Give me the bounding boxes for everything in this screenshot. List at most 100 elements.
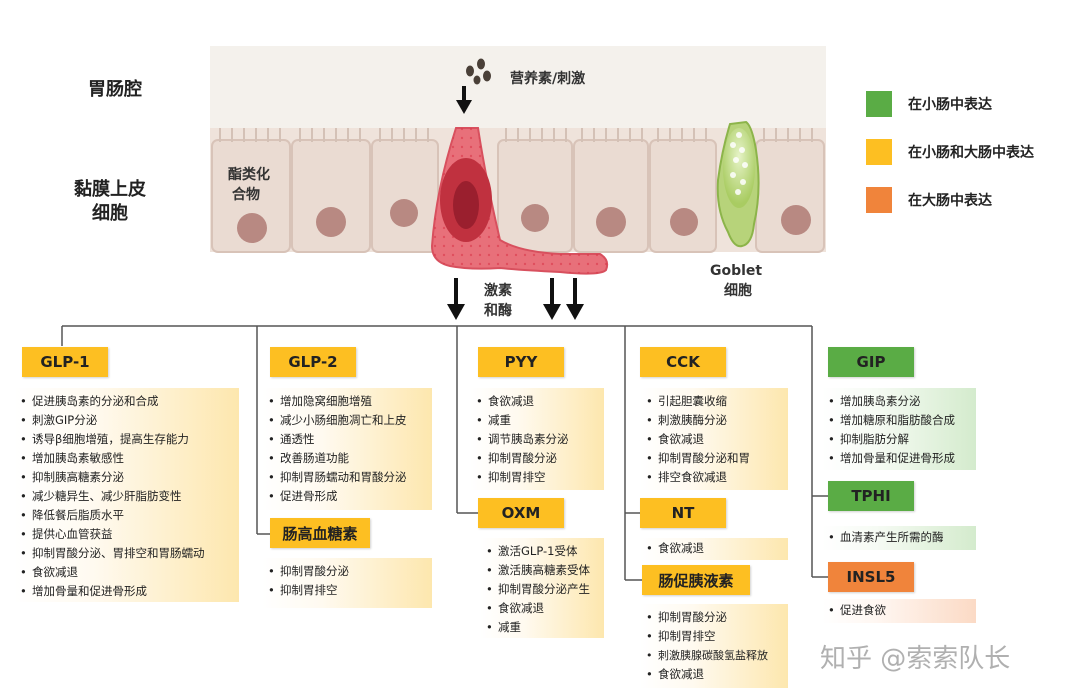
- hormone-panel-glp2: 增加隐窝细胞增殖 减少小肠细胞凋亡和上皮 通透性 改善肠道功能 抑制胃肠蠕动和胃…: [262, 388, 432, 510]
- hormone-panel-oxm: 激活GLP-1受体 激活胰高糖素受体 抑制胃酸分泌产生 食欲减退 减重: [480, 538, 604, 638]
- effect-item: 抑制胃肠蠕动和胃酸分泌: [268, 468, 426, 487]
- epithelial-cells: [211, 139, 825, 253]
- hormones-label-line2: 和酶: [484, 303, 512, 319]
- hormone-panel-secretin: 抑制胃酸分泌 抑制胃排空 刺激胰腺碳酸氢盐释放 食欲减退: [640, 604, 788, 688]
- hormone-box-glp1: GLP-1: [22, 347, 108, 377]
- hormone-box-glp2: GLP-2: [270, 347, 356, 377]
- legend-item-both-intestines: 在小肠和大肠中表达: [866, 139, 1034, 165]
- microvilli: [219, 128, 813, 142]
- cell-nuclei: [237, 199, 811, 243]
- effect-item: 促进胰岛素的分泌和合成: [20, 392, 233, 411]
- effect-item: 食欲减退: [486, 599, 598, 618]
- nutrient-granules: [466, 58, 491, 85]
- effect-item: 促进骨形成: [268, 487, 426, 506]
- hormone-effects-list: 促进胰岛素的分泌和合成 刺激GIP分泌 诱导β细胞增殖，提高生存能力 增加胰岛素…: [20, 392, 233, 601]
- hormones-label-line1: 激素: [484, 283, 512, 299]
- goblet-label-line2: 细胞: [724, 283, 752, 299]
- hormone-panel-nt: 食欲减退: [640, 538, 788, 560]
- epithelium-label-line2: 细胞: [92, 203, 128, 224]
- effect-item: 抑制胃酸分泌: [646, 608, 782, 627]
- effect-item: 增加胰岛素分泌: [828, 392, 970, 411]
- effect-item: 抑制胰高糖素分泌: [20, 468, 233, 487]
- connector-lines: [61, 325, 828, 581]
- hormone-box-insl5: INSL5: [828, 562, 914, 592]
- legend-item-large-intestine: 在大肠中表达: [866, 187, 992, 213]
- hormone-panel-cck: 引起胆囊收缩 刺激胰酶分泌 食欲减退 抑制胃酸分泌和胃 排空食欲减退: [640, 388, 788, 490]
- hormone-effects-list: 食欲减退: [646, 539, 782, 558]
- hormone-effects-list: 激活GLP-1受体 激活胰高糖素受体 抑制胃酸分泌产生 食欲减退 减重: [486, 542, 598, 637]
- effect-item: 改善肠道功能: [268, 449, 426, 468]
- legend-swatch-orange: [866, 187, 892, 213]
- epithelium-label-line1: 黏膜上皮: [74, 179, 146, 200]
- hormone-effects-list: 血清素产生所需的酶: [828, 528, 970, 547]
- effect-item: 抑制胃酸分泌: [476, 449, 598, 468]
- lumen-label: 胃肠腔: [88, 79, 142, 100]
- effect-item: 减少糖异生、减少肝脂肪变性: [20, 487, 233, 506]
- effect-item: 食欲减退: [20, 563, 233, 582]
- hormone-box-oxm: OXM: [478, 498, 564, 528]
- effect-item: 刺激胰酶分泌: [646, 411, 782, 430]
- hormone-arrows: [447, 278, 584, 320]
- effect-item: 增加胰岛素敏感性: [20, 449, 233, 468]
- hormone-box-gip: GIP: [828, 347, 914, 377]
- effect-item: 减重: [476, 411, 598, 430]
- hormone-effects-list: 抑制胃酸分泌 抑制胃排空: [268, 562, 426, 600]
- hormone-effects-list: 增加胰岛素分泌 增加糖原和脂肪酸合成 抑制脂肪分解 增加骨量和促进骨形成: [828, 392, 970, 468]
- esters-label-line2: 合物: [232, 187, 260, 203]
- hormone-effects-list: 食欲减退 减重 调节胰岛素分泌 抑制胃酸分泌 抑制胃排空: [476, 392, 598, 487]
- nutrients-label: 营养素/刺激: [510, 71, 586, 87]
- effect-item: 抑制胃酸分泌: [268, 562, 426, 581]
- effect-item: 抑制胃酸分泌和胃: [646, 449, 782, 468]
- effect-item: 刺激胰腺碳酸氢盐释放: [646, 646, 782, 665]
- hormone-box-nt: NT: [640, 498, 726, 528]
- hormone-panel-glicentin: 抑制胃酸分泌 抑制胃排空: [262, 558, 432, 608]
- hormone-panel-gip: 增加胰岛素分泌 增加糖原和脂肪酸合成 抑制脂肪分解 增加骨量和促进骨形成: [822, 388, 976, 470]
- goblet-label-line1: Goblet: [710, 263, 763, 279]
- hormone-effects-list: 引起胆囊收缩 刺激胰酶分泌 食欲减退 抑制胃酸分泌和胃 排空食欲减退: [646, 392, 782, 487]
- hormone-panel-glp1: 促进胰岛素的分泌和合成 刺激GIP分泌 诱导β细胞增殖，提高生存能力 增加胰岛素…: [14, 388, 239, 602]
- legend-label: 在小肠和大肠中表达: [908, 145, 1034, 161]
- effect-item: 刺激GIP分泌: [20, 411, 233, 430]
- hormone-panel-pyy: 食欲减退 减重 调节胰岛素分泌 抑制胃酸分泌 抑制胃排空: [470, 388, 604, 490]
- effect-item: 引起胆囊收缩: [646, 392, 782, 411]
- effect-item: 食欲减退: [646, 430, 782, 449]
- hormone-box-secretin: 肠促胰液素: [642, 565, 750, 595]
- effect-item: 增加骨量和促进骨形成: [20, 582, 233, 601]
- effect-item: 食欲减退: [646, 539, 782, 558]
- legend-label: 在大肠中表达: [908, 193, 992, 209]
- effect-item: 调节胰岛素分泌: [476, 430, 598, 449]
- effect-item: 减少小肠细胞凋亡和上皮: [268, 411, 426, 430]
- hormone-box-tph1: TPHI: [828, 481, 914, 511]
- effect-item: 抑制胃排空: [268, 581, 426, 600]
- lumen-area: [210, 46, 826, 128]
- effect-item: 血清素产生所需的酶: [828, 528, 970, 547]
- legend-item-small-intestine: 在小肠中表达: [866, 91, 992, 117]
- hormone-effects-list: 促进食欲: [828, 601, 970, 620]
- esters-label-line1: 酯类化: [228, 167, 270, 183]
- hormone-effects-list: 增加隐窝细胞增殖 减少小肠细胞凋亡和上皮 通透性 改善肠道功能 抑制胃肠蠕动和胃…: [268, 392, 426, 506]
- legend-swatch-green: [866, 91, 892, 117]
- nutrient-arrow: [456, 86, 472, 114]
- effect-item: 食欲减退: [476, 392, 598, 411]
- effect-item: 激活GLP-1受体: [486, 542, 598, 561]
- effect-item: 提供心血管获益: [20, 525, 233, 544]
- effect-item: 抑制脂肪分解: [828, 430, 970, 449]
- effect-item: 增加糖原和脂肪酸合成: [828, 411, 970, 430]
- hormone-effects-list: 抑制胃酸分泌 抑制胃排空 刺激胰腺碳酸氢盐释放 食欲减退: [646, 608, 782, 684]
- effect-item: 减重: [486, 618, 598, 637]
- watermark: 知乎 @索索队长: [820, 644, 1011, 674]
- effect-item: 诱导β细胞增殖，提高生存能力: [20, 430, 233, 449]
- effect-item: 通透性: [268, 430, 426, 449]
- effect-item: 降低餐后脂质水平: [20, 506, 233, 525]
- effect-item: 增加隐窝细胞增殖: [268, 392, 426, 411]
- effect-item: 增加骨量和促进骨形成: [828, 449, 970, 468]
- effect-item: 排空食欲减退: [646, 468, 782, 487]
- effect-item: 食欲减退: [646, 665, 782, 684]
- hormone-box-pyy: PYY: [478, 347, 564, 377]
- hormone-box-glicentin: 肠高血糖素: [270, 518, 370, 548]
- effect-item: 促进食欲: [828, 601, 970, 620]
- legend-label: 在小肠中表达: [908, 97, 992, 113]
- hormone-panel-insl5: 促进食欲: [822, 599, 976, 623]
- effect-item: 抑制胃排空: [476, 468, 598, 487]
